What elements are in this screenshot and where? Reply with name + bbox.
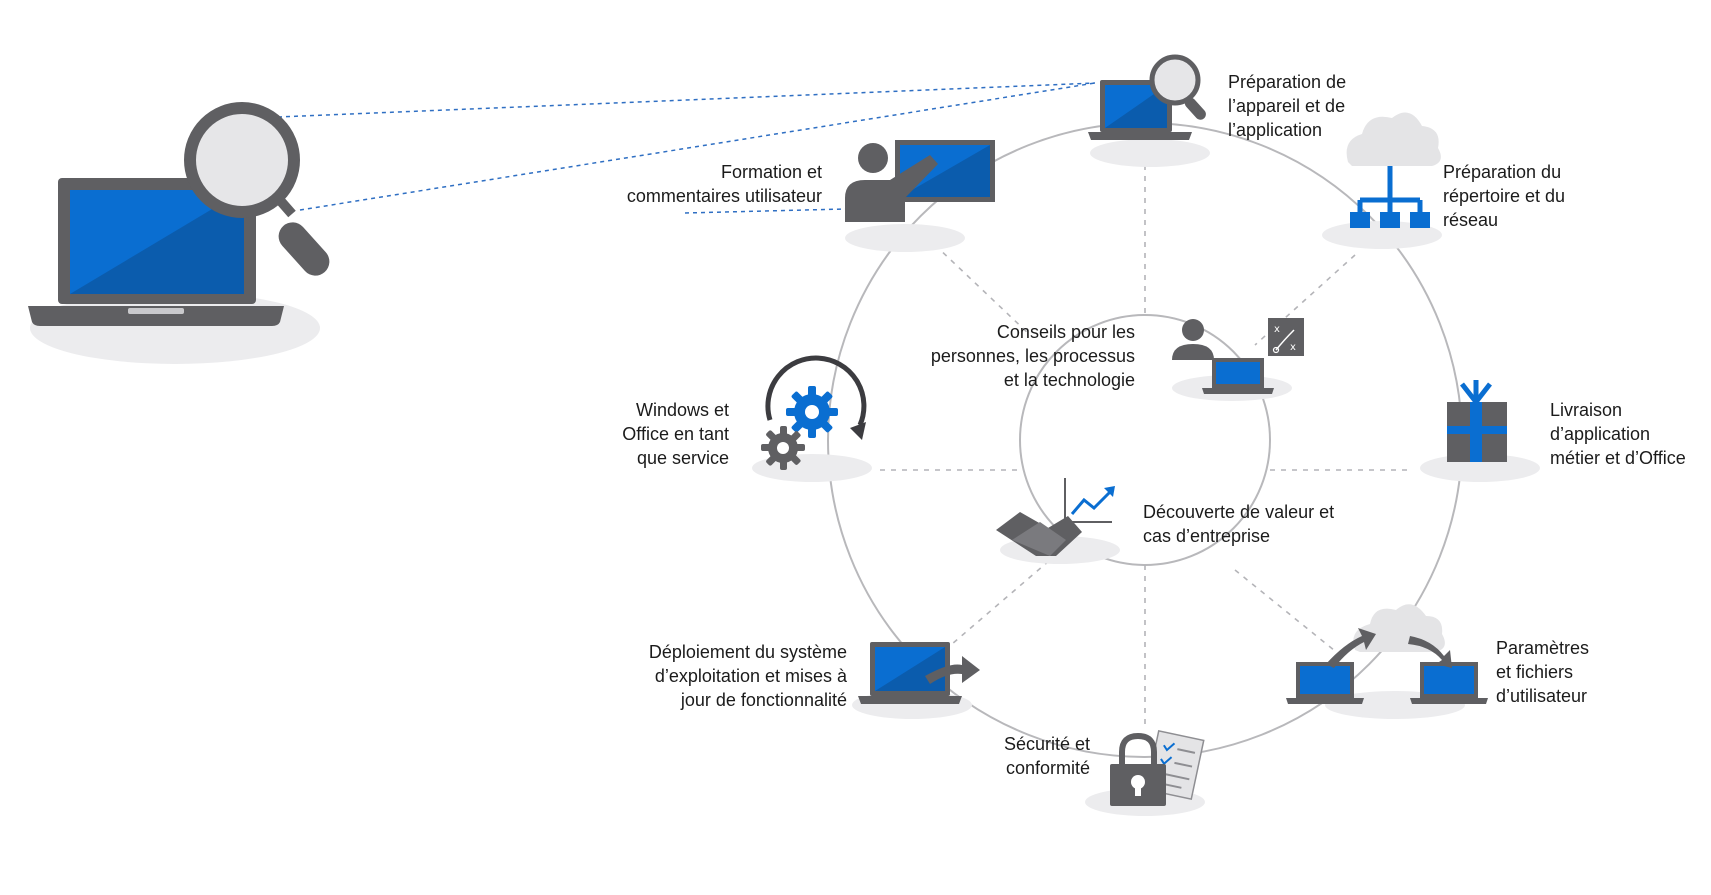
spokes (880, 165, 1410, 725)
label-security: Sécurité et conformité (1004, 732, 1090, 780)
label-line: réseau (1443, 210, 1499, 230)
cloud-sync-laptops-icon (1286, 604, 1488, 719)
label-line: commentaires utilisateur (626, 186, 822, 206)
label-windows-office: Windows et Office en tant que service (622, 398, 729, 470)
svg-text:x: x (1274, 324, 1280, 335)
label-line: et fichiers (1496, 662, 1574, 682)
label-line: d’exploitation et mises à (654, 666, 847, 686)
label-line: Paramètres (1496, 638, 1590, 658)
laptop-search-icon (1088, 54, 1210, 167)
cloud-network-icon (1322, 112, 1442, 249)
label-line: Découverte de valeur et (1143, 502, 1335, 522)
label-line: Livraison (1550, 400, 1623, 420)
label-line: d’application (1550, 424, 1651, 444)
label-line: Formation et (720, 162, 822, 182)
label-training: Formation et commentaires utilisateur (627, 160, 822, 208)
label-line: Préparation du (1443, 162, 1562, 182)
svg-text:x: x (1290, 342, 1296, 353)
presenter-screen-icon (845, 140, 995, 252)
padlock-document-icon (1085, 729, 1205, 816)
label-line: personnes, les processus (930, 346, 1135, 366)
hub-connectors (277, 82, 1096, 214)
label-line: Sécurité et (1003, 734, 1090, 754)
laptop-arrow-icon (852, 642, 980, 719)
gears-cycle-icon (752, 355, 872, 482)
label-line: répertoire et du (1443, 186, 1566, 206)
label-line: et la technologie (1003, 370, 1135, 390)
label-line: Déploiement du système (648, 642, 847, 662)
label-advice: Conseils pour les personnes, les process… (931, 320, 1135, 392)
label-line: Office en tant (622, 424, 729, 444)
label-os-deployment: Déploiement du système d’exploitation et… (649, 640, 847, 712)
label-line: conformité (1005, 758, 1090, 778)
handshake-chart-icon (996, 478, 1120, 564)
label-line: d’utilisateur (1496, 686, 1588, 706)
label-line: jour de fonctionnalité (680, 690, 847, 710)
person-laptop-strategy-icon: x x (1172, 318, 1304, 401)
label-directory-network: Préparation du répertoire et du réseau (1443, 160, 1565, 232)
label-line: l’application (1228, 120, 1323, 140)
label-line: l’appareil et de (1228, 96, 1346, 116)
label-device-app-prep: Préparation de l’appareil et de l’applic… (1228, 70, 1346, 142)
label-line: cas d’entreprise (1143, 526, 1271, 546)
label-lob-delivery: Livraison d’application métier et d’Offi… (1550, 398, 1686, 470)
label-line: Windows et (635, 400, 729, 420)
label-line: que service (636, 448, 729, 468)
laptop-magnifier-icon (28, 102, 330, 364)
label-line: métier et d’Office (1550, 448, 1686, 468)
label-line: Conseils pour les (996, 322, 1135, 342)
label-value-discovery: Découverte de valeur et cas d’entreprise (1143, 500, 1334, 548)
gift-box-icon (1420, 380, 1540, 482)
label-user-settings: Paramètres et fichiers d’utilisateur (1496, 636, 1589, 708)
label-line: Préparation de (1228, 72, 1347, 92)
